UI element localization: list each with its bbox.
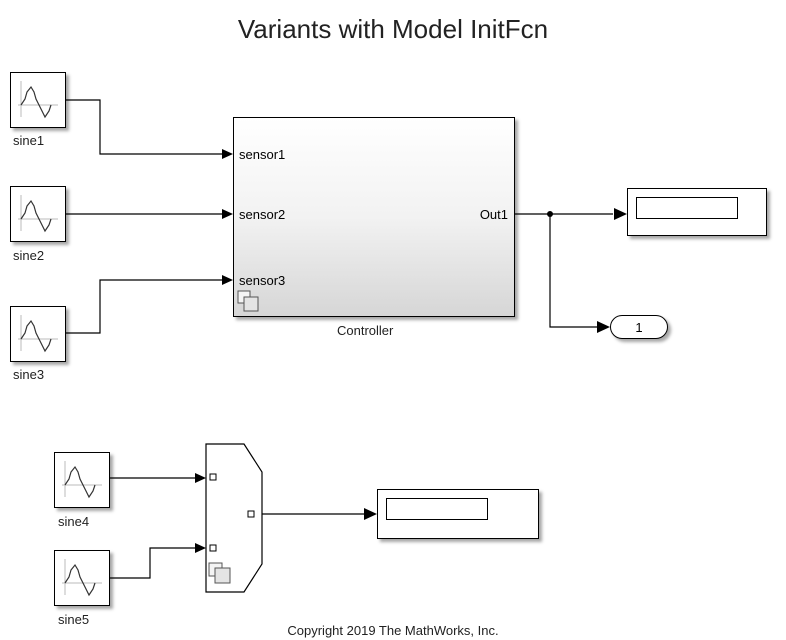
arrowhead (195, 543, 206, 553)
block-label: sine3 (13, 367, 45, 382)
variant-badge-icon (208, 562, 231, 584)
sine-wave-block[interactable] (54, 550, 110, 606)
arrowhead (195, 473, 206, 483)
scope-screen (386, 498, 488, 520)
sine-wave-block[interactable] (10, 186, 66, 242)
scope-screen (636, 197, 738, 219)
variant-subsystem-block (205, 443, 263, 593)
sine-wave-icon (62, 559, 102, 597)
wire-sine1-sensor1 (66, 99, 222, 155)
controller-name: Controller (337, 323, 394, 338)
sine-wave-icon (62, 461, 102, 499)
arrowhead (614, 208, 627, 220)
block-label: sine2 (13, 248, 45, 263)
arrowhead (222, 149, 233, 159)
arrowhead (364, 508, 377, 520)
wire-sine3-sensor3 (66, 279, 222, 334)
model-reference-icon (237, 290, 259, 312)
copyright-notice: Copyright 2019 The MathWorks, Inc. (287, 623, 499, 638)
scope-block[interactable] (627, 188, 767, 236)
output-port-label: Out1 (479, 207, 508, 222)
controller-subsystem-block[interactable]: sensor1 sensor2 sensor3 Out1 (233, 117, 515, 317)
sine-wave-block[interactable] (54, 452, 110, 508)
wire-out1-outport (549, 214, 597, 328)
arrowhead (222, 275, 233, 285)
scope-block[interactable] (377, 489, 539, 539)
branch-point (547, 211, 553, 217)
arrowhead (222, 209, 233, 219)
sine-wave-block[interactable] (10, 306, 66, 362)
block-label: sine1 (13, 133, 45, 148)
sine-wave-icon (18, 315, 58, 353)
sine-wave-icon (18, 81, 58, 119)
outport-block[interactable]: 1 (610, 315, 668, 339)
wire-sine5-variant (110, 547, 195, 579)
block-label: sine5 (58, 612, 90, 627)
sine-wave-block[interactable] (10, 72, 66, 128)
block-label: sine4 (58, 514, 90, 529)
input-port-label: sensor1 (239, 147, 286, 162)
sine-wave-icon (18, 195, 58, 233)
input-port-label: sensor2 (239, 207, 286, 222)
arrowhead (597, 321, 610, 333)
diagram-title: Variants with Model InitFcn (237, 14, 549, 44)
input-port-label: sensor3 (239, 273, 286, 288)
